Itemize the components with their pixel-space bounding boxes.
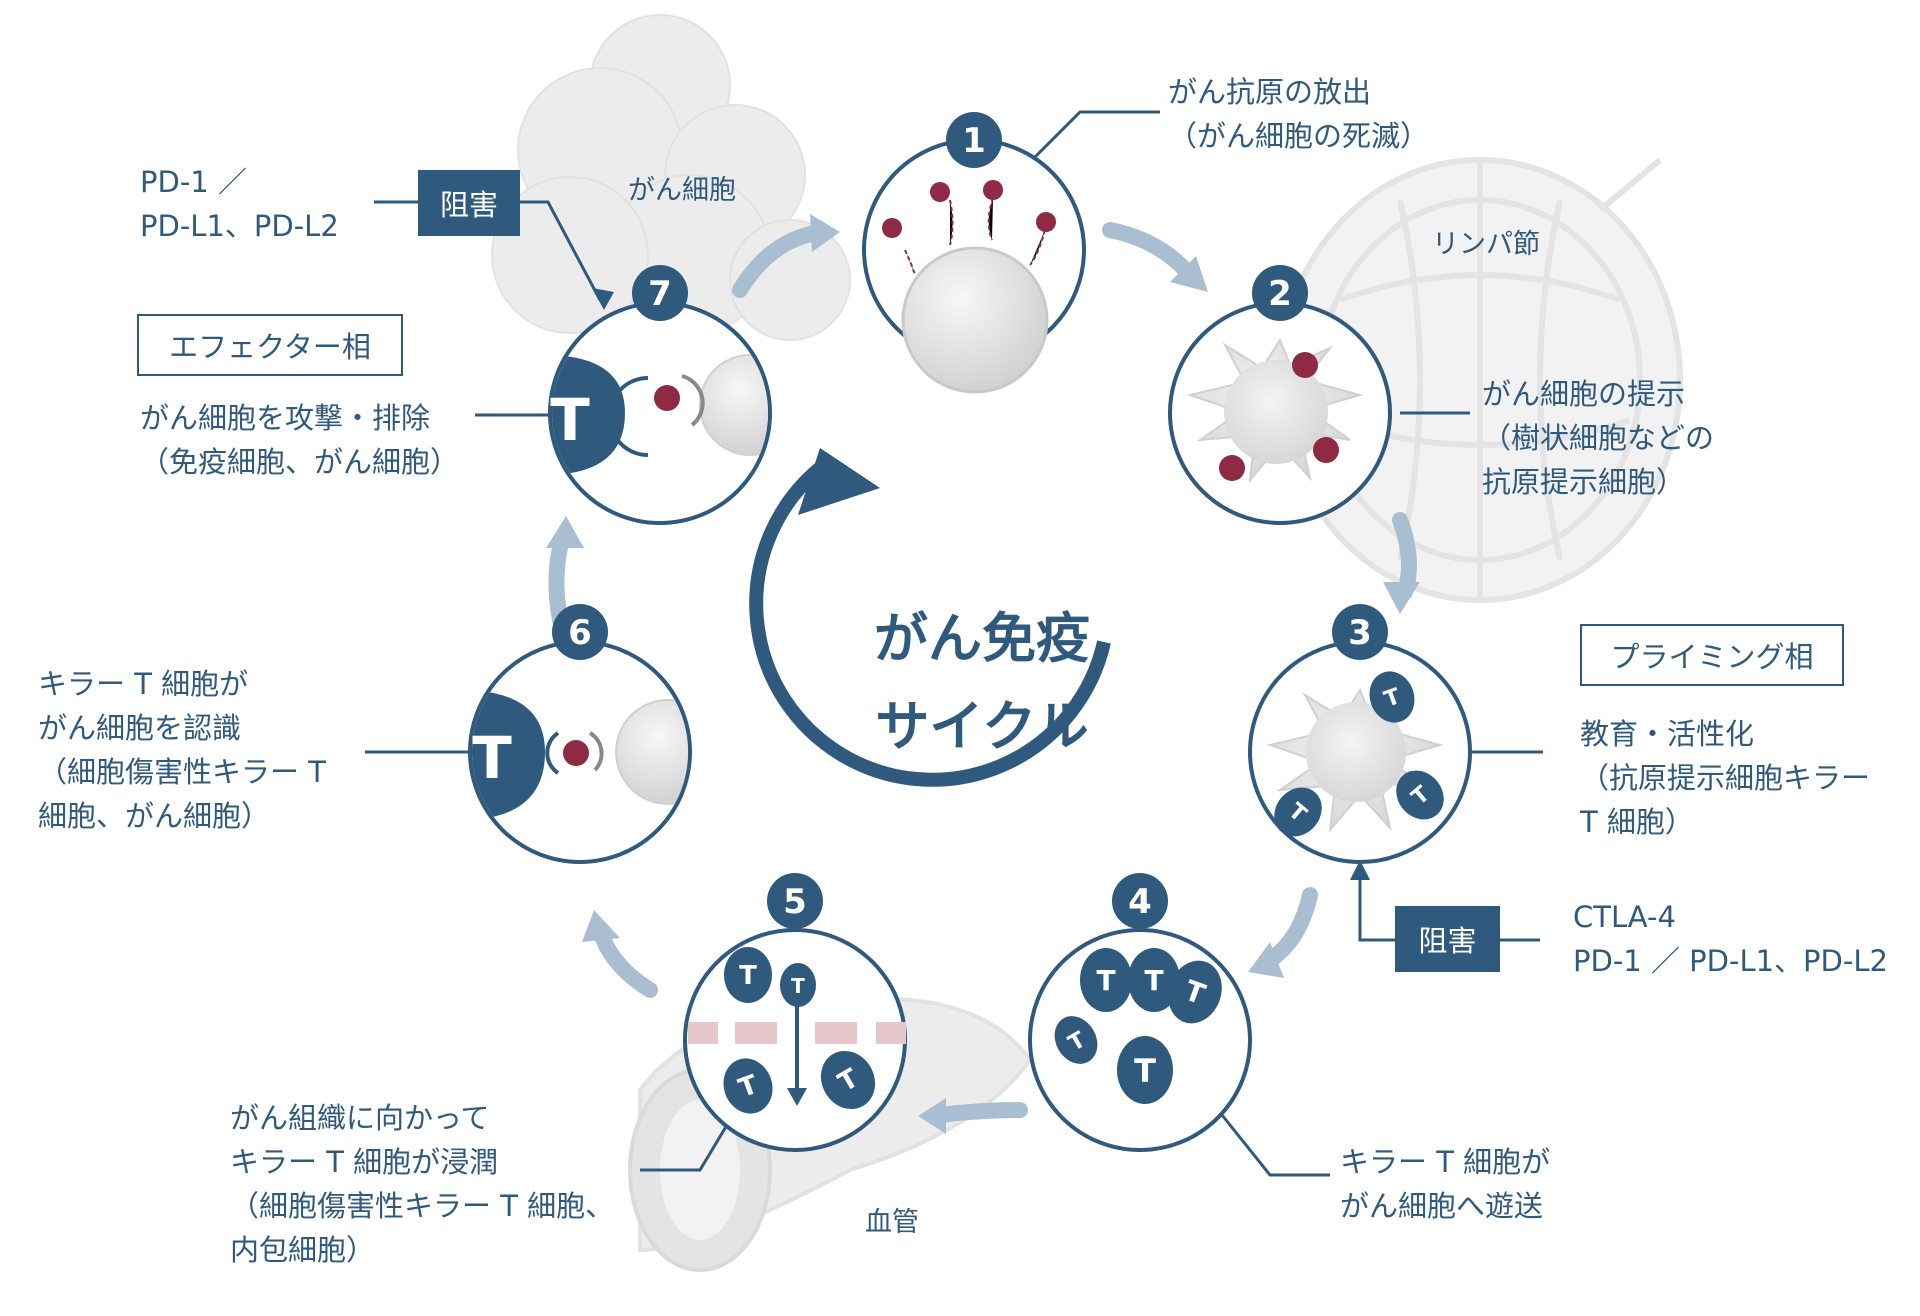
t-cell-letter: T	[472, 724, 512, 792]
step1-line: がん抗原の放出	[1168, 75, 1372, 109]
step5-line: キラー T 細胞が浸潤	[230, 1145, 499, 1179]
t-cell-letter: T	[791, 974, 805, 998]
step5-illustration: T T T T	[688, 947, 906, 1114]
step-number: 1	[962, 121, 986, 161]
step6-illustration: T	[472, 690, 688, 820]
step2-line: （樹状細胞などの	[1482, 421, 1715, 455]
step3-illustration: T T T	[1266, 671, 1444, 837]
inhibit-tag-bottom: 阻害	[1395, 906, 1500, 972]
t-cell-letter: T	[1096, 964, 1115, 997]
step1-illustration	[882, 180, 1056, 394]
t-cell-letter: T	[1144, 964, 1163, 997]
central-cycle-arrow	[749, 448, 1111, 787]
step-number: 2	[1268, 274, 1292, 314]
inhibitors-bottom: CTLA-4 PD-1 ／ PD-L1、PD-L2	[1573, 895, 1888, 983]
step1-line: （がん細胞の死滅）	[1168, 119, 1430, 153]
step6-line: がん細胞を認識	[38, 711, 242, 745]
step3-line: 教育・活性化	[1580, 717, 1755, 751]
step2-line: がん細胞の提示	[1482, 377, 1686, 411]
step6-line: 細胞、がん細胞）	[38, 799, 271, 833]
step2-description: がん細胞の提示 （樹状細胞などの 抗原提示細胞）	[1482, 372, 1714, 504]
step-number: 7	[648, 274, 672, 314]
step7-description: がん細胞を攻撃・排除 （免疫細胞、がん細胞）	[140, 396, 459, 484]
step6-line: キラー T 細胞が	[38, 667, 249, 701]
step1-description: がん抗原の放出 （がん細胞の死滅）	[1168, 70, 1429, 158]
step6-line: （細胞傷害性キラー T	[38, 755, 326, 789]
effector-phase-box: エフェクター相	[137, 314, 403, 376]
step4-line: キラー T 細胞が	[1340, 1145, 1551, 1179]
step5-line: 内包細胞）	[230, 1233, 376, 1267]
step4-line: がん細胞へ遊送	[1340, 1189, 1544, 1223]
t-cell-letter: T	[739, 961, 757, 991]
inhibitor-line: CTLA-4	[1573, 900, 1676, 934]
step2-line: 抗原提示細胞）	[1482, 465, 1686, 499]
step7-line: がん細胞を攻撃・排除	[140, 401, 431, 435]
step3-line: （抗原提示細胞キラー	[1580, 761, 1871, 795]
step-number: 5	[783, 882, 807, 922]
step4-illustration: T T T T T	[1054, 948, 1222, 1104]
background-lymph-node	[1277, 157, 1683, 603]
step3-line: T 細胞）	[1580, 805, 1694, 839]
step-number-badges	[552, 112, 1388, 929]
priming-phase-box: プライミング相	[1580, 624, 1844, 686]
center-title-line: がん免疫	[874, 607, 1090, 670]
lymph-node-label: リンパ節	[1432, 229, 1540, 260]
step5-line: （細胞傷害性キラー T 細胞、	[230, 1189, 615, 1223]
inhibitor-line: PD-1 ／ PD-L1、PD-L2	[1573, 944, 1888, 978]
step7-line: （免疫細胞、がん細胞）	[140, 445, 460, 479]
t-cell-letter: T	[550, 386, 590, 454]
step2-illustration	[1186, 337, 1364, 484]
cancer-cell-label: がん細胞	[628, 175, 736, 206]
step-number: 4	[1128, 882, 1152, 922]
inhibitor-line: PD-1 ／	[140, 165, 247, 199]
inhibitor-line: PD-L1、PD-L2	[140, 209, 339, 243]
step6-description: キラー T 細胞が がん細胞を認識 （細胞傷害性キラー T 細胞、がん細胞）	[38, 662, 326, 838]
inhibit-tag-top: 阻害	[418, 170, 520, 236]
step3-description: 教育・活性化 （抗原提示細胞キラー T 細胞）	[1580, 712, 1870, 844]
inhibit-arrowhead-top	[592, 288, 614, 310]
blood-vessel-label: 血管	[865, 1207, 919, 1238]
inhibit-arrowhead-bottom	[1350, 860, 1370, 880]
step5-description: がん組織に向かって キラー T 細胞が浸潤 （細胞傷害性キラー T 細胞、 内包…	[230, 1096, 614, 1272]
t-cell-letter: T	[1134, 1052, 1156, 1090]
step-number: 3	[1348, 613, 1372, 653]
cycle-step-arrows	[546, 214, 1420, 1134]
step5-line: がん組織に向かって	[230, 1101, 490, 1135]
center-title: がん免疫 サイクル	[832, 595, 1132, 771]
inhibitors-top: PD-1 ／ PD-L1、PD-L2	[140, 160, 339, 248]
step7-illustration: T	[550, 354, 768, 475]
step-number: 6	[568, 613, 592, 653]
center-title-line: サイクル	[875, 695, 1089, 758]
step4-description: キラー T 細胞が がん細胞へ遊送	[1340, 1140, 1550, 1228]
